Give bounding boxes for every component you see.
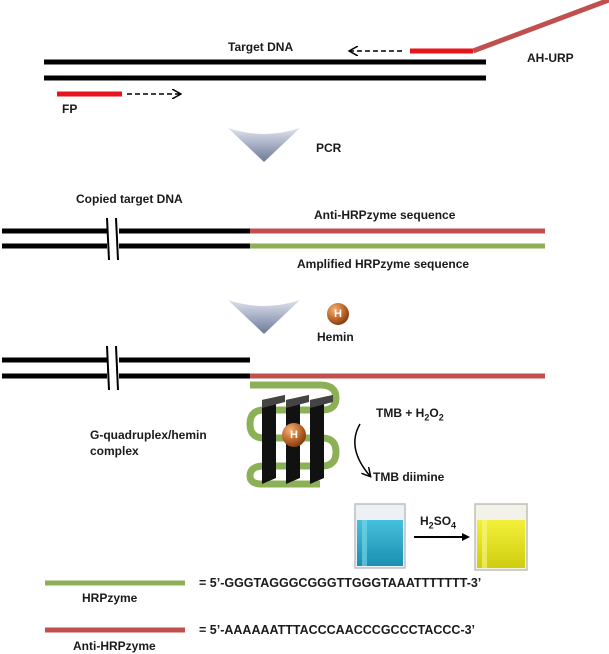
complex-label-line2: complex	[90, 444, 139, 458]
complex-hemin-badge-text: H	[290, 429, 298, 441]
amplified-hrpzyme-sequence-label: Amplified HRPzyme sequence	[297, 257, 470, 271]
copied-target-duplex	[2, 217, 545, 261]
complex-label-line1: G-quadruplex/hemin	[90, 428, 207, 442]
target-dna-duplex	[44, 59, 486, 81]
legend-anti-hrpzyme-name: Anti-HRPzyme	[73, 639, 156, 653]
tmb-diimine-label: TMB diimine	[373, 470, 445, 484]
copied-target-dna-label: Copied target DNA	[76, 192, 183, 206]
hemin-label: Hemin	[317, 330, 354, 344]
complex-duplex	[2, 345, 545, 391]
h2so4-label: H2SO4	[420, 514, 457, 531]
tmb-h2o2-label: TMB + H2O2	[376, 406, 444, 423]
anti-hrpzyme-sequence-label: Anti-HRPzyme sequence	[314, 208, 456, 222]
hemin-ball-icon	[327, 303, 349, 325]
vial-yellow-icon	[474, 503, 528, 571]
fp-label: FP	[62, 102, 78, 116]
legend-hrpzyme-sequence: = 5’-GGGTAGGGCGGGTTGGGTAAATTTTTTT-3’	[199, 576, 482, 590]
process-arrow-icon	[228, 300, 300, 334]
process-arrow-icon	[228, 128, 300, 162]
pcr-label: PCR	[316, 141, 342, 155]
tmb-reaction-arrow	[354, 423, 370, 476]
ah-urp-label: AH-URP	[527, 51, 574, 65]
ah-urp-primer	[410, 0, 609, 54]
target-dna-label: Target DNA	[228, 40, 294, 54]
legend-anti-hrpzyme-sequence: = 5’-AAAAAATTTACCCAACCCGCCCTACCC-3’	[199, 623, 476, 637]
vial-blue-icon	[354, 503, 406, 569]
g-quadruplex-icon	[246, 381, 340, 488]
hemin-badge-text: H	[334, 308, 342, 320]
legend-hrpzyme-name: HRPzyme	[82, 591, 138, 605]
